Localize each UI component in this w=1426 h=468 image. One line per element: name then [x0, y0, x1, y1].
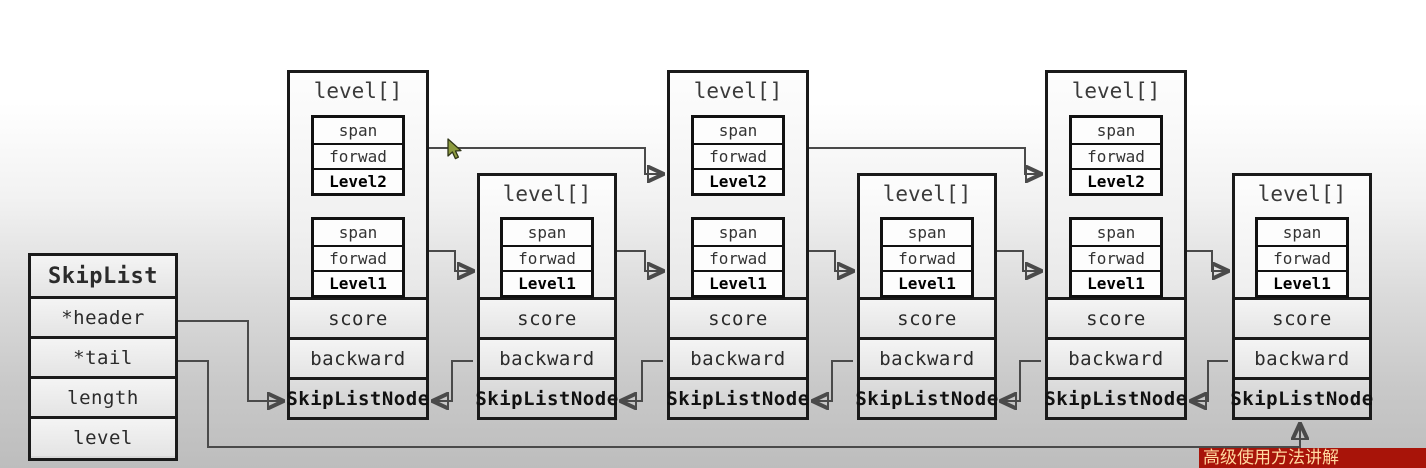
score-row: score [480, 297, 614, 337]
skiplistnode-2: level[] span forwad Level1 score backwar… [475, 173, 618, 420]
node-3-level1-block: span forwad Level1 [691, 217, 785, 298]
span-cell: span [314, 118, 402, 143]
wire-backward-node2-to-node1 [433, 360, 473, 401]
node-name-row: SkipListNode [1044, 377, 1187, 417]
bottom-red-banner: 高级使用方法讲解 [1199, 448, 1426, 468]
backward-row: backward [860, 337, 994, 377]
skiplistnode-4: level[] span forwad Level1 score backwar… [855, 173, 998, 420]
span-cell: span [1258, 220, 1346, 245]
score-row: score [290, 297, 426, 337]
node-1-level1-block: span forwad Level1 [311, 217, 405, 298]
node-name-row: SkipListNode [286, 377, 429, 417]
node-6-level1-block: span forwad Level1 [1255, 217, 1349, 298]
skiplist-title: SkipList [31, 256, 175, 296]
level-array-label: level[] [1071, 79, 1161, 103]
level-label-1: Level1 [503, 270, 591, 295]
level-array-label: level[] [502, 182, 592, 206]
mouse-cursor-icon [447, 138, 462, 160]
node-3-level2-block: span forwad Level2 [691, 115, 785, 196]
level-label-1: Level1 [1258, 270, 1346, 295]
level-label-2: Level2 [1072, 168, 1160, 193]
node-2-tail-rows: score backward SkipListNode [475, 297, 618, 417]
node-5-tail-rows: score backward SkipListNode [1044, 297, 1187, 417]
skiplistnode-6: level[] span forwad Level1 score backwar… [1230, 173, 1373, 420]
span-cell: span [694, 118, 782, 143]
wire-backward-node4-to-node3 [813, 360, 853, 401]
node-name-row: SkipListNode [666, 377, 809, 417]
banner-text: 高级使用方法讲解 [1203, 448, 1339, 468]
backward-row: backward [290, 337, 426, 377]
wire-backward-node5-to-node4 [1001, 360, 1041, 401]
wire-l1-node1-to-node2 [429, 250, 473, 271]
forward-cell: forwad [1258, 245, 1346, 270]
forward-cell: forwad [314, 143, 402, 168]
score-row: score [860, 297, 994, 337]
wire-l1-node2-to-node3 [617, 250, 663, 271]
skiplist-field-level: level [31, 416, 175, 456]
wire-header-to-node1 [178, 320, 283, 401]
backward-row: backward [1235, 337, 1369, 377]
backward-row: backward [480, 337, 614, 377]
skiplist-field-length: length [31, 376, 175, 416]
level-label-1: Level1 [694, 270, 782, 295]
level-label-2: Level2 [694, 168, 782, 193]
level-array-label: level[] [882, 182, 972, 206]
node-name-row: SkipListNode [475, 377, 618, 417]
skiplist-struct-box: SkipList *header *tail length level [28, 253, 178, 461]
node-4-tail-rows: score backward SkipListNode [855, 297, 998, 417]
node-name-row: SkipListNode [855, 377, 998, 417]
skiplistnode-3: level[] span forwad Level2 span forwad L… [666, 70, 809, 420]
wire-l1-node5-to-node6 [1187, 250, 1228, 271]
wire-l2-node3-to-node5 [809, 147, 1041, 174]
level-label-2: Level2 [314, 168, 402, 193]
skiplistnode-5: level[] span forwad Level2 span forwad L… [1044, 70, 1187, 420]
node-3-tail-rows: score backward SkipListNode [666, 297, 809, 417]
forward-cell: forwad [1072, 245, 1160, 270]
span-cell: span [503, 220, 591, 245]
span-cell: span [883, 220, 971, 245]
level-label-1: Level1 [1072, 270, 1160, 295]
skiplist-field-tail: *tail [31, 336, 175, 376]
node-2-level1-block: span forwad Level1 [500, 217, 594, 298]
span-cell: span [694, 220, 782, 245]
level-label-1: Level1 [883, 270, 971, 295]
wire-backward-node3-to-node2 [621, 360, 663, 401]
level-label-1: Level1 [314, 270, 402, 295]
score-row: score [1235, 297, 1369, 337]
node-6-tail-rows: score backward SkipListNode [1230, 297, 1373, 417]
wire-backward-node6-to-node5 [1191, 360, 1228, 401]
skiplistnode-1: level[] span forwad Level2 span forwad L… [286, 70, 429, 420]
score-row: score [670, 297, 806, 337]
level-array-label: level[] [693, 79, 783, 103]
node-5-level2-block: span forwad Level2 [1069, 115, 1163, 196]
score-row: score [1048, 297, 1184, 337]
skiplist-field-header: *header [31, 296, 175, 336]
span-cell: span [314, 220, 402, 245]
backward-row: backward [1048, 337, 1184, 377]
span-cell: span [1072, 220, 1160, 245]
backward-row: backward [670, 337, 806, 377]
node-name-row: SkipListNode [1230, 377, 1373, 417]
forward-cell: forwad [314, 245, 402, 270]
node-4-level1-block: span forwad Level1 [880, 217, 974, 298]
forward-cell: forwad [1072, 143, 1160, 168]
wire-l1-node3-to-node4 [809, 250, 853, 271]
node-1-tail-rows: score backward SkipListNode [286, 297, 429, 417]
node-1-level2-block: span forwad Level2 [311, 115, 405, 196]
forward-cell: forwad [694, 143, 782, 168]
level-array-label: level[] [1257, 182, 1347, 206]
forward-cell: forwad [883, 245, 971, 270]
node-5-level1-block: span forwad Level1 [1069, 217, 1163, 298]
span-cell: span [1072, 118, 1160, 143]
wire-l1-node4-to-node5 [997, 250, 1041, 271]
level-array-label: level[] [313, 79, 403, 103]
forward-cell: forwad [694, 245, 782, 270]
forward-cell: forwad [503, 245, 591, 270]
